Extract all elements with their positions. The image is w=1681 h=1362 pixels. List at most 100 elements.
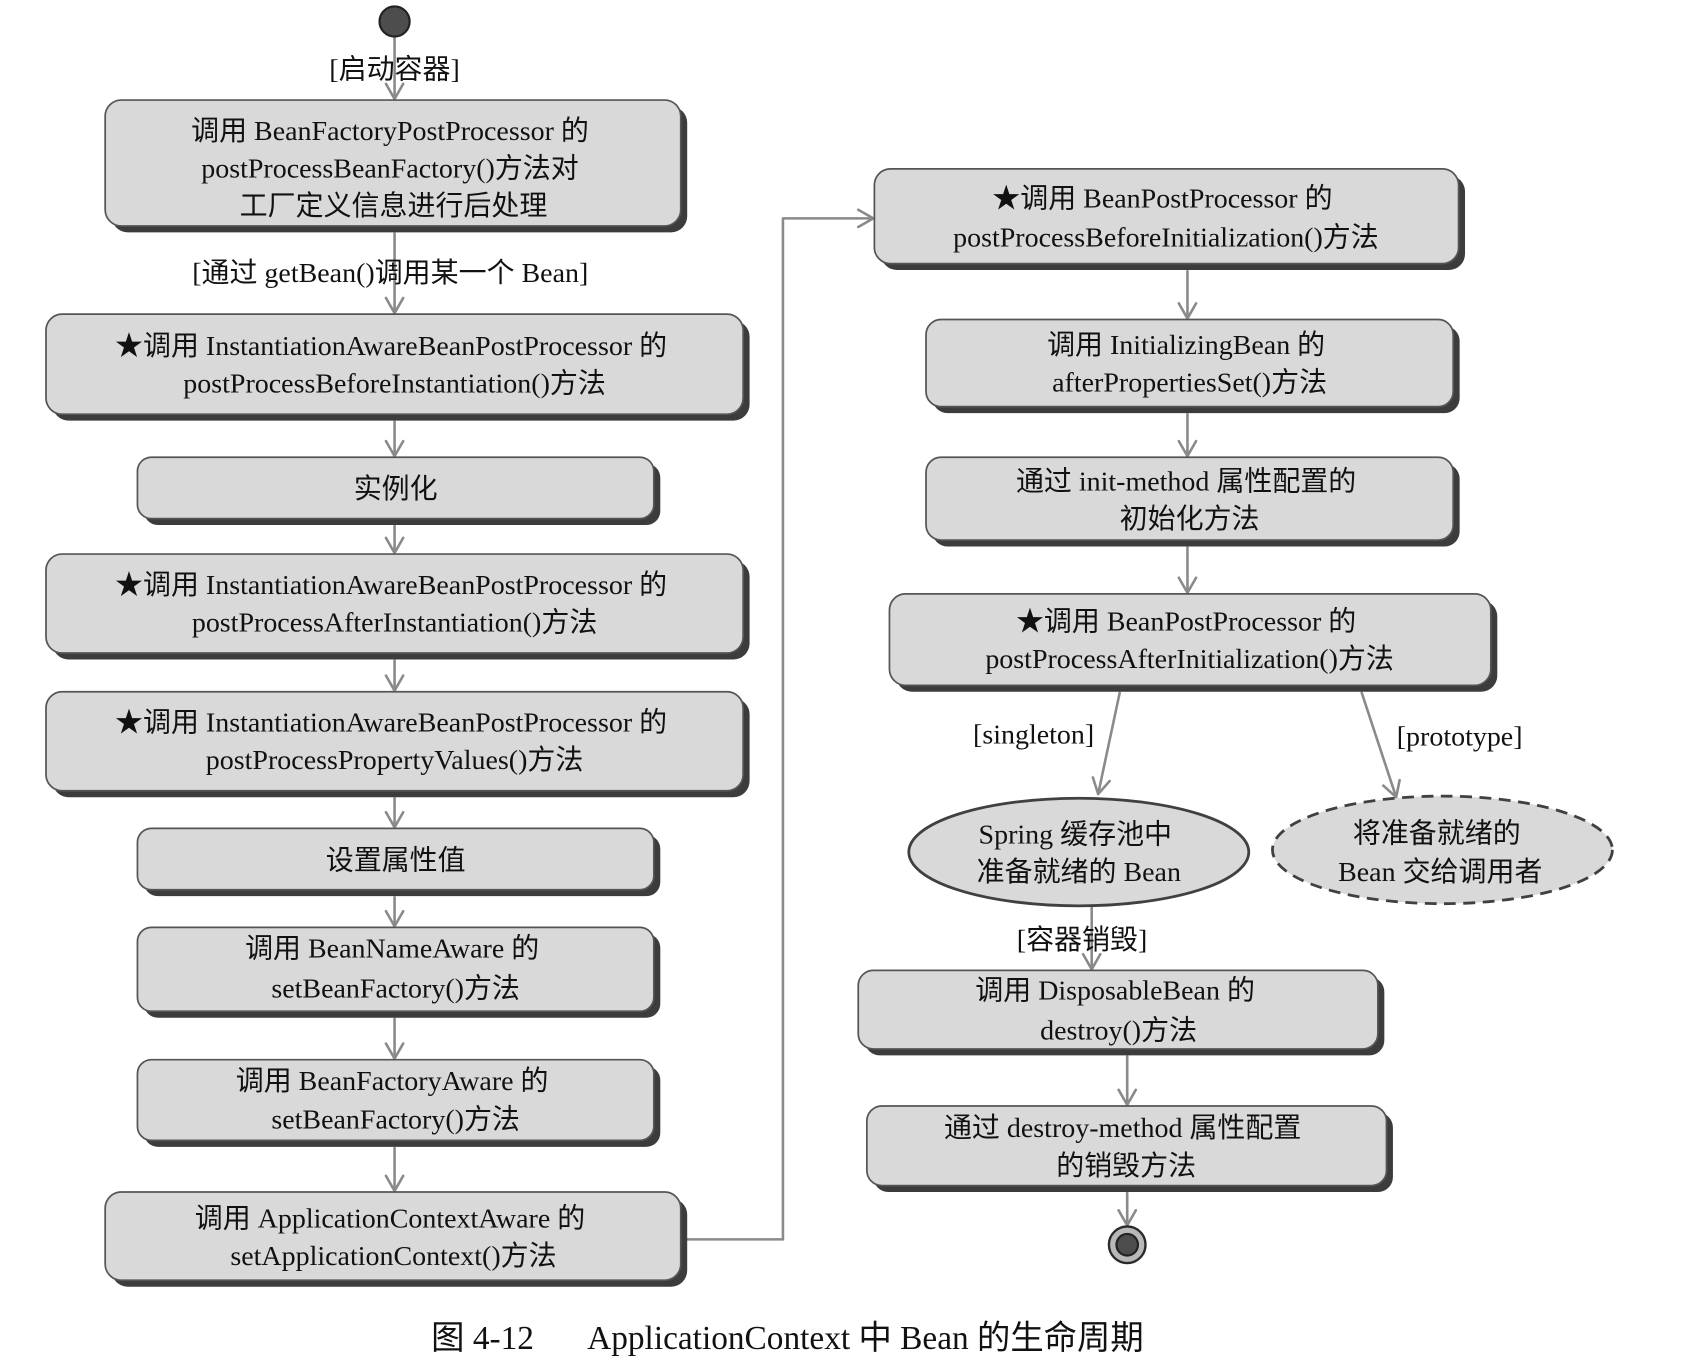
step-label: 调用 BeanFactoryAware 的 setBeanFactory()方法 xyxy=(236,1065,556,1136)
flow-edges xyxy=(384,36,1401,1241)
step-line: postProcessAfterInitialization()方法 xyxy=(985,643,1394,675)
arrowhead-icon xyxy=(384,296,405,315)
step-after-instantiation: ★调用 InstantiationAwareBeanPostProcessor … xyxy=(45,553,750,660)
step-line: ★调用 InstantiationAwareBeanPostProcessor … xyxy=(115,330,667,362)
step-label: 调用 ApplicationContextAware 的 setApplicat… xyxy=(195,1203,592,1273)
flow-arrow-line xyxy=(1096,691,1121,796)
step-line: setApplicationContext()方法 xyxy=(230,1240,556,1272)
step-line: 通过 init-method 属性配置的 xyxy=(1016,466,1356,498)
arrowhead-icon xyxy=(1177,576,1198,595)
step-line: postProcessBeanFactory()方法对 xyxy=(201,153,579,185)
outcome-prototype-caller: 将准备就绪的 Bean 交给调用者 xyxy=(1271,794,1614,906)
step-bean-factory-post-processor: 调用 BeanFactoryPostProcessor 的 postProces… xyxy=(104,99,688,233)
step-destroy-method: 通过 destroy-method 属性配置 的销毁方法 xyxy=(865,1105,1393,1193)
step-line: ★调用 BeanPostProcessor 的 xyxy=(992,183,1332,215)
step-before-instantiation: ★调用 InstantiationAwareBeanPostProcessor … xyxy=(45,313,750,421)
step-disposable-bean: 调用 DisposableBean 的 destroy()方法 xyxy=(857,969,1385,1056)
step-line: postProcessBeforeInstantiation()方法 xyxy=(183,368,606,400)
arrowhead-icon xyxy=(1177,302,1198,320)
step-line: 设置属性值 xyxy=(326,844,466,876)
step-box xyxy=(873,168,1460,265)
step-label: ★调用 InstantiationAwareBeanPostProcessor … xyxy=(115,569,674,639)
arrowhead-icon xyxy=(384,674,405,692)
guard-container-destroy: [容器销毁] xyxy=(1017,924,1148,956)
outcome-ellipse xyxy=(1271,794,1614,906)
initial-node xyxy=(378,5,411,38)
step-line: 调用 ApplicationContextAware 的 xyxy=(195,1203,585,1235)
step-line: ★调用 InstantiationAwareBeanPostProcessor … xyxy=(115,569,667,601)
step-label: 实例化 xyxy=(354,473,438,505)
arrowhead-icon xyxy=(384,536,405,555)
step-line: 通过 destroy-method 属性配置 xyxy=(944,1112,1301,1144)
step-line: 工厂定义信息进行后处理 xyxy=(240,190,548,222)
step-instantiate: 实例化 xyxy=(136,456,661,526)
step-label: ★调用 BeanPostProcessor 的 postProcessAfter… xyxy=(985,605,1394,675)
arrowhead-icon xyxy=(384,1042,405,1060)
step-bean-factory-aware: 调用 BeanFactoryAware 的 setBeanFactory()方法 xyxy=(136,1058,661,1147)
step-label: 调用 BeanFactoryPostProcessor 的 postProces… xyxy=(191,115,596,222)
step-box xyxy=(925,456,1455,541)
step-line: 调用 BeanFactoryAware 的 xyxy=(236,1065,549,1097)
step-line: destroy()方法 xyxy=(1040,1014,1197,1046)
outcome-line: 将准备就绪的 xyxy=(1353,817,1521,849)
step-box xyxy=(865,1105,1388,1187)
step-initializing-bean: 调用 InitializingBean 的 afterPropertiesSet… xyxy=(925,318,1460,414)
step-line: postProcessBeforeInitialization()方法 xyxy=(953,221,1379,253)
step-line: afterPropertiesSet()方法 xyxy=(1052,367,1327,399)
step-label: ★调用 InstantiationAwareBeanPostProcessor … xyxy=(115,707,674,777)
guard-get-bean: [通过 getBean()调用某一个 Bean] xyxy=(192,257,588,289)
final-node-core xyxy=(1115,1232,1140,1257)
arrowhead-icon xyxy=(384,82,405,101)
step-line: 实例化 xyxy=(354,473,438,505)
step-property-values: ★调用 InstantiationAwareBeanPostProcessor … xyxy=(45,690,750,798)
step-box xyxy=(136,1058,655,1142)
arrowhead-icon xyxy=(384,810,405,829)
step-label: 通过 destroy-method 属性配置 的销毁方法 xyxy=(944,1112,1308,1182)
step-bean-name-aware: 调用 BeanNameAware 的 setBeanFactory()方法 xyxy=(136,926,661,1018)
step-set-properties: 设置属性值 xyxy=(136,827,661,897)
arrowhead-icon xyxy=(1381,778,1401,799)
outcome-line: Spring 缓存池中 xyxy=(979,818,1172,850)
step-box xyxy=(925,318,1455,408)
guard-start-container: [启动容器] xyxy=(329,54,460,86)
step-box xyxy=(857,969,1379,1050)
step-label: ★调用 InstantiationAwareBeanPostProcessor … xyxy=(115,330,674,400)
outcome-singleton-cache: Spring 缓存池中 准备就绪的 Bean xyxy=(907,796,1251,908)
step-label: 调用 InitializingBean 的 afterPropertiesSet… xyxy=(1047,329,1332,399)
step-box xyxy=(45,553,744,654)
outcome-line: Bean 交给调用者 xyxy=(1338,856,1542,888)
figure-title: ApplicationContext 中 Bean 的生命周期 xyxy=(587,1320,1144,1357)
arrowhead-icon xyxy=(1177,439,1198,458)
step-line: ★调用 BeanPostProcessor 的 xyxy=(1016,605,1356,637)
outcome-ellipse xyxy=(907,796,1251,908)
step-label: 调用 BeanNameAware 的 setBeanFactory()方法 xyxy=(245,932,546,1004)
step-label: 通过 init-method 属性配置的 初始化方法 xyxy=(1016,466,1363,536)
flow-arrow-line xyxy=(1360,691,1398,799)
outcome-line: 准备就绪的 Bean xyxy=(977,856,1181,888)
step-box xyxy=(104,99,682,227)
step-line: 调用 BeanFactoryPostProcessor 的 xyxy=(191,115,589,147)
step-line: postProcessAfterInstantiation()方法 xyxy=(192,607,597,639)
final-node xyxy=(1107,1225,1147,1265)
figure-number: 图 4-12 xyxy=(431,1320,534,1357)
outcome-label: Spring 缓存池中 准备就绪的 Bean xyxy=(977,818,1181,888)
step-line: 调用 BeanNameAware 的 xyxy=(245,932,539,964)
guard-singleton: [singleton] xyxy=(973,719,1094,750)
arrowhead-icon xyxy=(384,909,405,928)
step-line: 的销毁方法 xyxy=(1056,1150,1196,1182)
step-line: postProcessPropertyValues()方法 xyxy=(206,744,584,776)
step-line: 调用 InitializingBean 的 xyxy=(1047,329,1325,361)
step-init-method: 通过 init-method 属性配置的 初始化方法 xyxy=(925,456,1460,547)
step-box xyxy=(136,926,655,1013)
step-line: setBeanFactory()方法 xyxy=(271,1104,520,1136)
figure-caption: 图 4-12 ApplicationContext 中 Bean 的生命周期 xyxy=(431,1320,1144,1357)
flow-arrow-line xyxy=(685,217,875,1241)
arrowhead-icon xyxy=(1091,776,1112,796)
step-label: 调用 DisposableBean 的 destroy()方法 xyxy=(975,974,1262,1046)
outcome-label: 将准备就绪的 Bean 交给调用者 xyxy=(1338,817,1542,888)
step-line: setBeanFactory()方法 xyxy=(271,972,520,1004)
arrowhead-icon xyxy=(1117,1088,1138,1107)
step-box xyxy=(136,827,655,891)
step-box xyxy=(136,456,655,520)
